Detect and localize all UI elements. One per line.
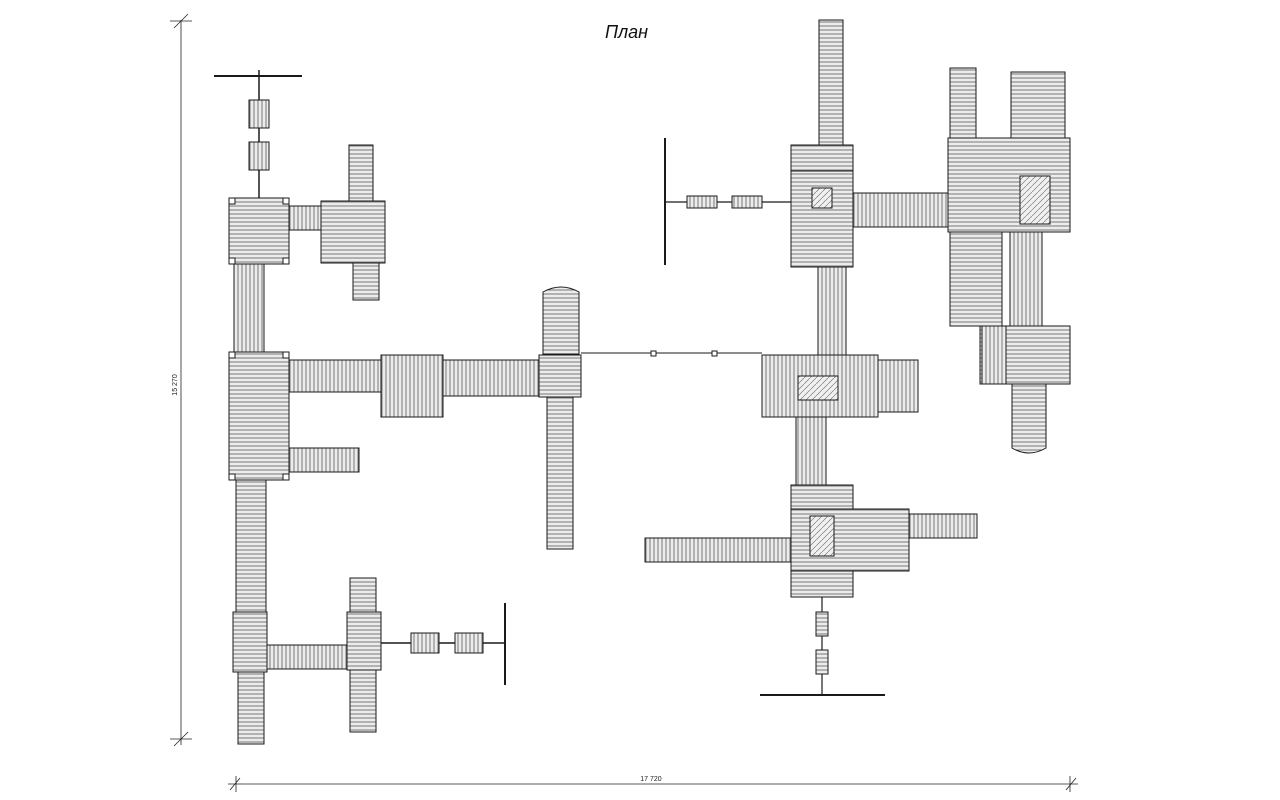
slide-long [546,396,574,550]
platform-tower-top [790,170,854,268]
platform-top-left [228,197,290,265]
platform-bottom-left [232,611,268,673]
bridge [266,644,348,670]
dimension-vertical [170,13,192,747]
swing-seat [410,632,440,654]
height-dimension-label: 15 270 [172,374,179,396]
center-cable [581,350,762,357]
width-dimension-label: 17 720 [640,776,662,783]
dimension-horizontal [228,776,1078,792]
platform-center-left [380,354,444,418]
tunnel-vertical [233,263,265,353]
ladder [237,671,265,745]
ramp-long [235,479,267,613]
swing-seat [815,649,829,675]
ramp-long [644,537,792,563]
tunnel-vertical [795,416,827,486]
platform-upper-secondary [320,200,386,264]
swing-seat [815,611,829,637]
platform-middle-left [228,351,290,481]
platform-far-right [947,137,1071,233]
stairs [877,359,919,413]
ramp [949,231,1003,327]
bridge [852,192,949,228]
left-complex [214,70,582,745]
tunnel-vertical [817,266,847,356]
ladder [352,262,380,301]
bridge-long [288,359,382,393]
swing-seat [731,195,763,209]
swing-seat [248,99,270,129]
stairs [288,447,360,473]
platform-center [538,354,582,398]
swing-seat [248,141,270,171]
platform-bottom-secondary [346,611,382,671]
plan-title: План [604,22,649,42]
swing-seat [686,195,718,209]
swing-seat [454,632,484,654]
slide-curved [1011,383,1047,454]
bridge [288,205,322,231]
bridge [442,359,540,397]
platform-bottom-right [790,508,910,572]
right-complex [644,19,1071,696]
tunnel [1009,231,1043,327]
bridge [908,513,978,539]
slide-curved [542,286,580,355]
